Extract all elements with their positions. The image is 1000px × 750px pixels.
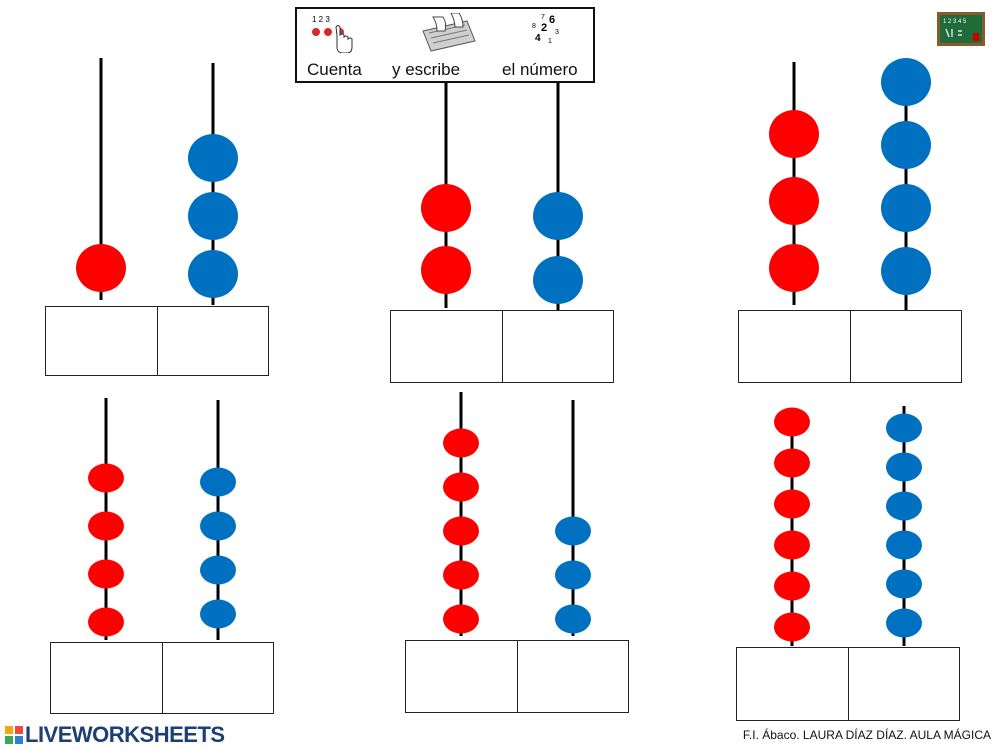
- brand-text: LIVEWORKSHEETS: [25, 722, 225, 747]
- abacus-4-units-bead: [200, 599, 236, 629]
- svg-text:7: 7: [541, 14, 545, 21]
- abacus-3-units-bead: [881, 247, 931, 295]
- abacus-6-units-bead: [886, 608, 922, 638]
- abacus-5-tens-bead: [443, 560, 479, 590]
- abacus-4-units-answer-box[interactable]: [162, 642, 274, 714]
- abacus-1-units-bead: [188, 250, 238, 298]
- abacus-3-units-answer-box[interactable]: [850, 310, 962, 383]
- abacus-3-tens-answer-box[interactable]: [738, 310, 851, 383]
- abacus-2-tens-answer-box[interactable]: [390, 310, 503, 383]
- liveworksheets-logo-icon: [5, 726, 23, 744]
- abacus-6-units-bead: [886, 452, 922, 482]
- abacus-4-tens-answer-box[interactable]: [50, 642, 163, 714]
- instructions-panel: 1 2 3 7 6 8 2 3 4 1 Cuenta y escribe el …: [295, 7, 595, 83]
- svg-text:3: 3: [555, 29, 559, 36]
- abacus-5-tens-bead: [443, 428, 479, 458]
- abacus-1-tens-answer-box[interactable]: [45, 306, 158, 376]
- svg-text:1 2 3 4 5: 1 2 3 4 5: [943, 19, 967, 25]
- abacus-5-tens-bead: [443, 516, 479, 546]
- svg-text:1: 1: [548, 38, 552, 45]
- svg-text:4: 4: [535, 33, 541, 44]
- abacus-1-units-bead: [188, 192, 238, 240]
- instruction-number: el número: [502, 60, 578, 79]
- abacus-2-tens-bead: [421, 184, 471, 232]
- svg-text:8: 8: [532, 23, 536, 30]
- abacus-6-tens-bead: [774, 571, 810, 601]
- instruction-count: Cuenta: [307, 60, 362, 79]
- abacus-2-units-bead: [533, 192, 583, 240]
- svg-text:2: 2: [541, 22, 547, 34]
- abacus-5-units-bead: [555, 516, 591, 546]
- abacus-3-tens-bead: [769, 244, 819, 292]
- abacus-6-units-bead: [886, 530, 922, 560]
- abacus-6-tens-bead: [774, 407, 810, 437]
- counting-hand-icon: 1 2 3: [312, 15, 353, 53]
- abacus-4-units-bead: [200, 467, 236, 497]
- abacus-6-units-bead: [886, 413, 922, 443]
- abacus-3-tens-bead: [769, 177, 819, 225]
- counting-numbers: 1 2 3: [312, 15, 330, 24]
- abacus-3-units-bead: [881, 121, 931, 169]
- chalkboard-icon: 1 2 3 4 5: [937, 12, 985, 46]
- abacus-2-units-answer-box[interactable]: [502, 310, 614, 383]
- credit-text: F.I. Ábaco. LAURA DÍAZ DÍAZ. AULA MÁGICA: [742, 728, 991, 742]
- liveworksheets-logo[interactable]: LIVEWORKSHEETS: [5, 722, 225, 748]
- abacus-4-units-bead: [200, 511, 236, 541]
- abacus-5-tens-bead: [443, 604, 479, 634]
- abacus-5-tens-bead: [443, 472, 479, 502]
- abacus-3-tens-bead: [769, 110, 819, 158]
- abacus-6-tens-bead: [774, 612, 810, 642]
- abacus-2-units-bead: [533, 256, 583, 304]
- abacus-4-tens-bead: [88, 463, 124, 493]
- abacus-1-units-bead: [188, 134, 238, 182]
- abacus-5-tens-answer-box[interactable]: [405, 640, 518, 713]
- abacus-3-units-bead: [881, 184, 931, 232]
- abacus-4-tens-bead: [88, 559, 124, 589]
- instruction-write: y escribe: [392, 60, 461, 79]
- keyboard-icon: [422, 13, 476, 52]
- abacus-6-tens-bead: [774, 530, 810, 560]
- abacus-6-units-bead: [886, 569, 922, 599]
- abacus-4-tens-bead: [88, 607, 124, 637]
- abacus-2-tens-bead: [421, 246, 471, 294]
- numbers-icon: 7 6 8 2 3 4 1: [532, 14, 559, 45]
- abacus-6-tens-bead: [774, 448, 810, 478]
- abacus-6-units-bead: [886, 491, 922, 521]
- abacus-1-tens-bead: [76, 244, 126, 292]
- svg-text:6: 6: [549, 14, 555, 26]
- abacus-4-units-bead: [200, 555, 236, 585]
- abacus-1-units-answer-box[interactable]: [157, 306, 269, 376]
- abacus-6-tens-answer-box[interactable]: [736, 647, 849, 721]
- abacus-5-units-answer-box[interactable]: [517, 640, 629, 713]
- abacus-6-units-answer-box[interactable]: [848, 647, 960, 721]
- abacus-3-units-bead: [881, 58, 931, 106]
- abacus-4-tens-bead: [88, 511, 124, 541]
- abacus-5-units-bead: [555, 604, 591, 634]
- abacus-5-units-bead: [555, 560, 591, 590]
- abacus-6-tens-bead: [774, 489, 810, 519]
